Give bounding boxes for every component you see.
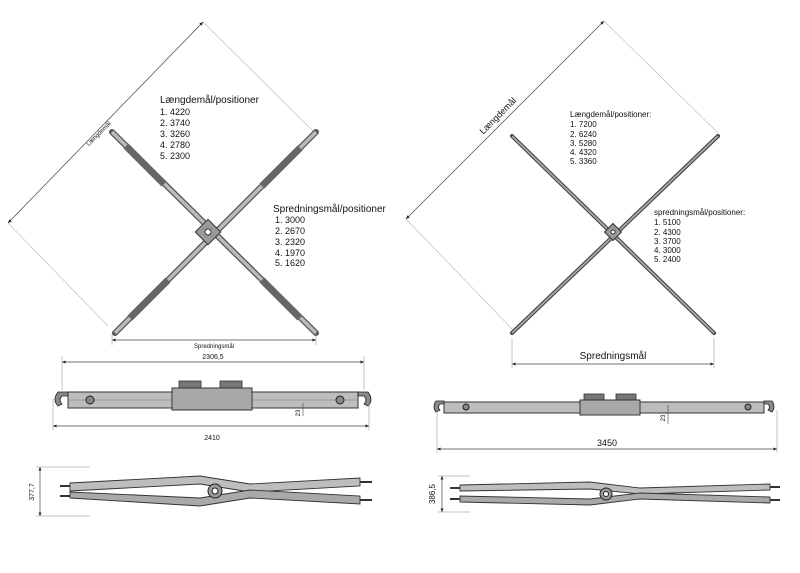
right-length-pos-1: 1. 7200 [570,120,597,129]
right-length-pos-2: 2. 6240 [570,130,597,139]
left-side-bottom-dim: 2410 [204,435,220,442]
left-length-pos-1: 1. 4220 [160,107,190,117]
right-spread-pos-4: 4. 3000 [654,246,681,255]
right-length-dim-label: Længdemål [478,96,519,137]
left-x-spreader: Længdemål Spredningsmål Længdemål/positi… [7,21,387,350]
right-top-dim: 386,5 [428,483,437,504]
left-length-pos-3: 3. 3260 [160,129,190,139]
left-spread-dim-label: Spredningsmål [194,343,234,350]
right-spread-pos-5: 5. 2400 [654,255,681,264]
right-length-title: Længdemål/positioner: [570,110,651,119]
left-length-pos-2: 2. 3740 [160,118,190,128]
right-spread-pos-2: 2. 4300 [654,228,681,237]
right-spread-title: spredningsmål/positioner: [654,208,745,217]
left-spread-pos-2: 2. 2670 [275,226,305,236]
left-collapsed-view: 377,7 [29,466,372,517]
left-spread-pos-4: 4. 1970 [275,248,305,258]
left-side-view: 2306,5 2410 23 [52,354,372,442]
right-spread-pos-3: 3. 3700 [654,237,681,246]
left-spread-pos-5: 5. 1620 [275,258,305,268]
left-length-title: Længdemål/positioner [160,94,260,106]
right-spread-dim-label: Spredningsmål [580,350,647,362]
left-length-dim-label: Længdemål [85,120,112,147]
right-collapsed-view: 386,5 [428,475,780,513]
right-spread-pos-1: 1. 5100 [654,218,681,227]
right-x-spreader: Længdemål Spredningsmål Længdemål/positi… [405,20,745,368]
left-spread-title: Spredningsmål/positioner [273,203,387,215]
left-side-top-dim: 2306,5 [202,354,224,361]
left-top-dim: 377,7 [29,483,36,501]
right-side-small-dim: 23 [661,414,667,421]
left-spread-pos-3: 3. 2320 [275,237,305,247]
right-length-pos-4: 4. 4320 [570,148,597,157]
left-length-pos-5: 5. 2300 [160,151,190,161]
left-side-small-dim: 23 [296,409,302,416]
right-length-pos-3: 3. 5280 [570,139,597,148]
left-length-pos-4: 4. 2780 [160,140,190,150]
right-length-pos-5: 5. 3360 [570,157,597,166]
right-side-view: 3450 23 [433,393,778,453]
left-spread-pos-1: 1. 3000 [275,215,305,225]
right-side-bottom-dim: 3450 [597,438,617,448]
